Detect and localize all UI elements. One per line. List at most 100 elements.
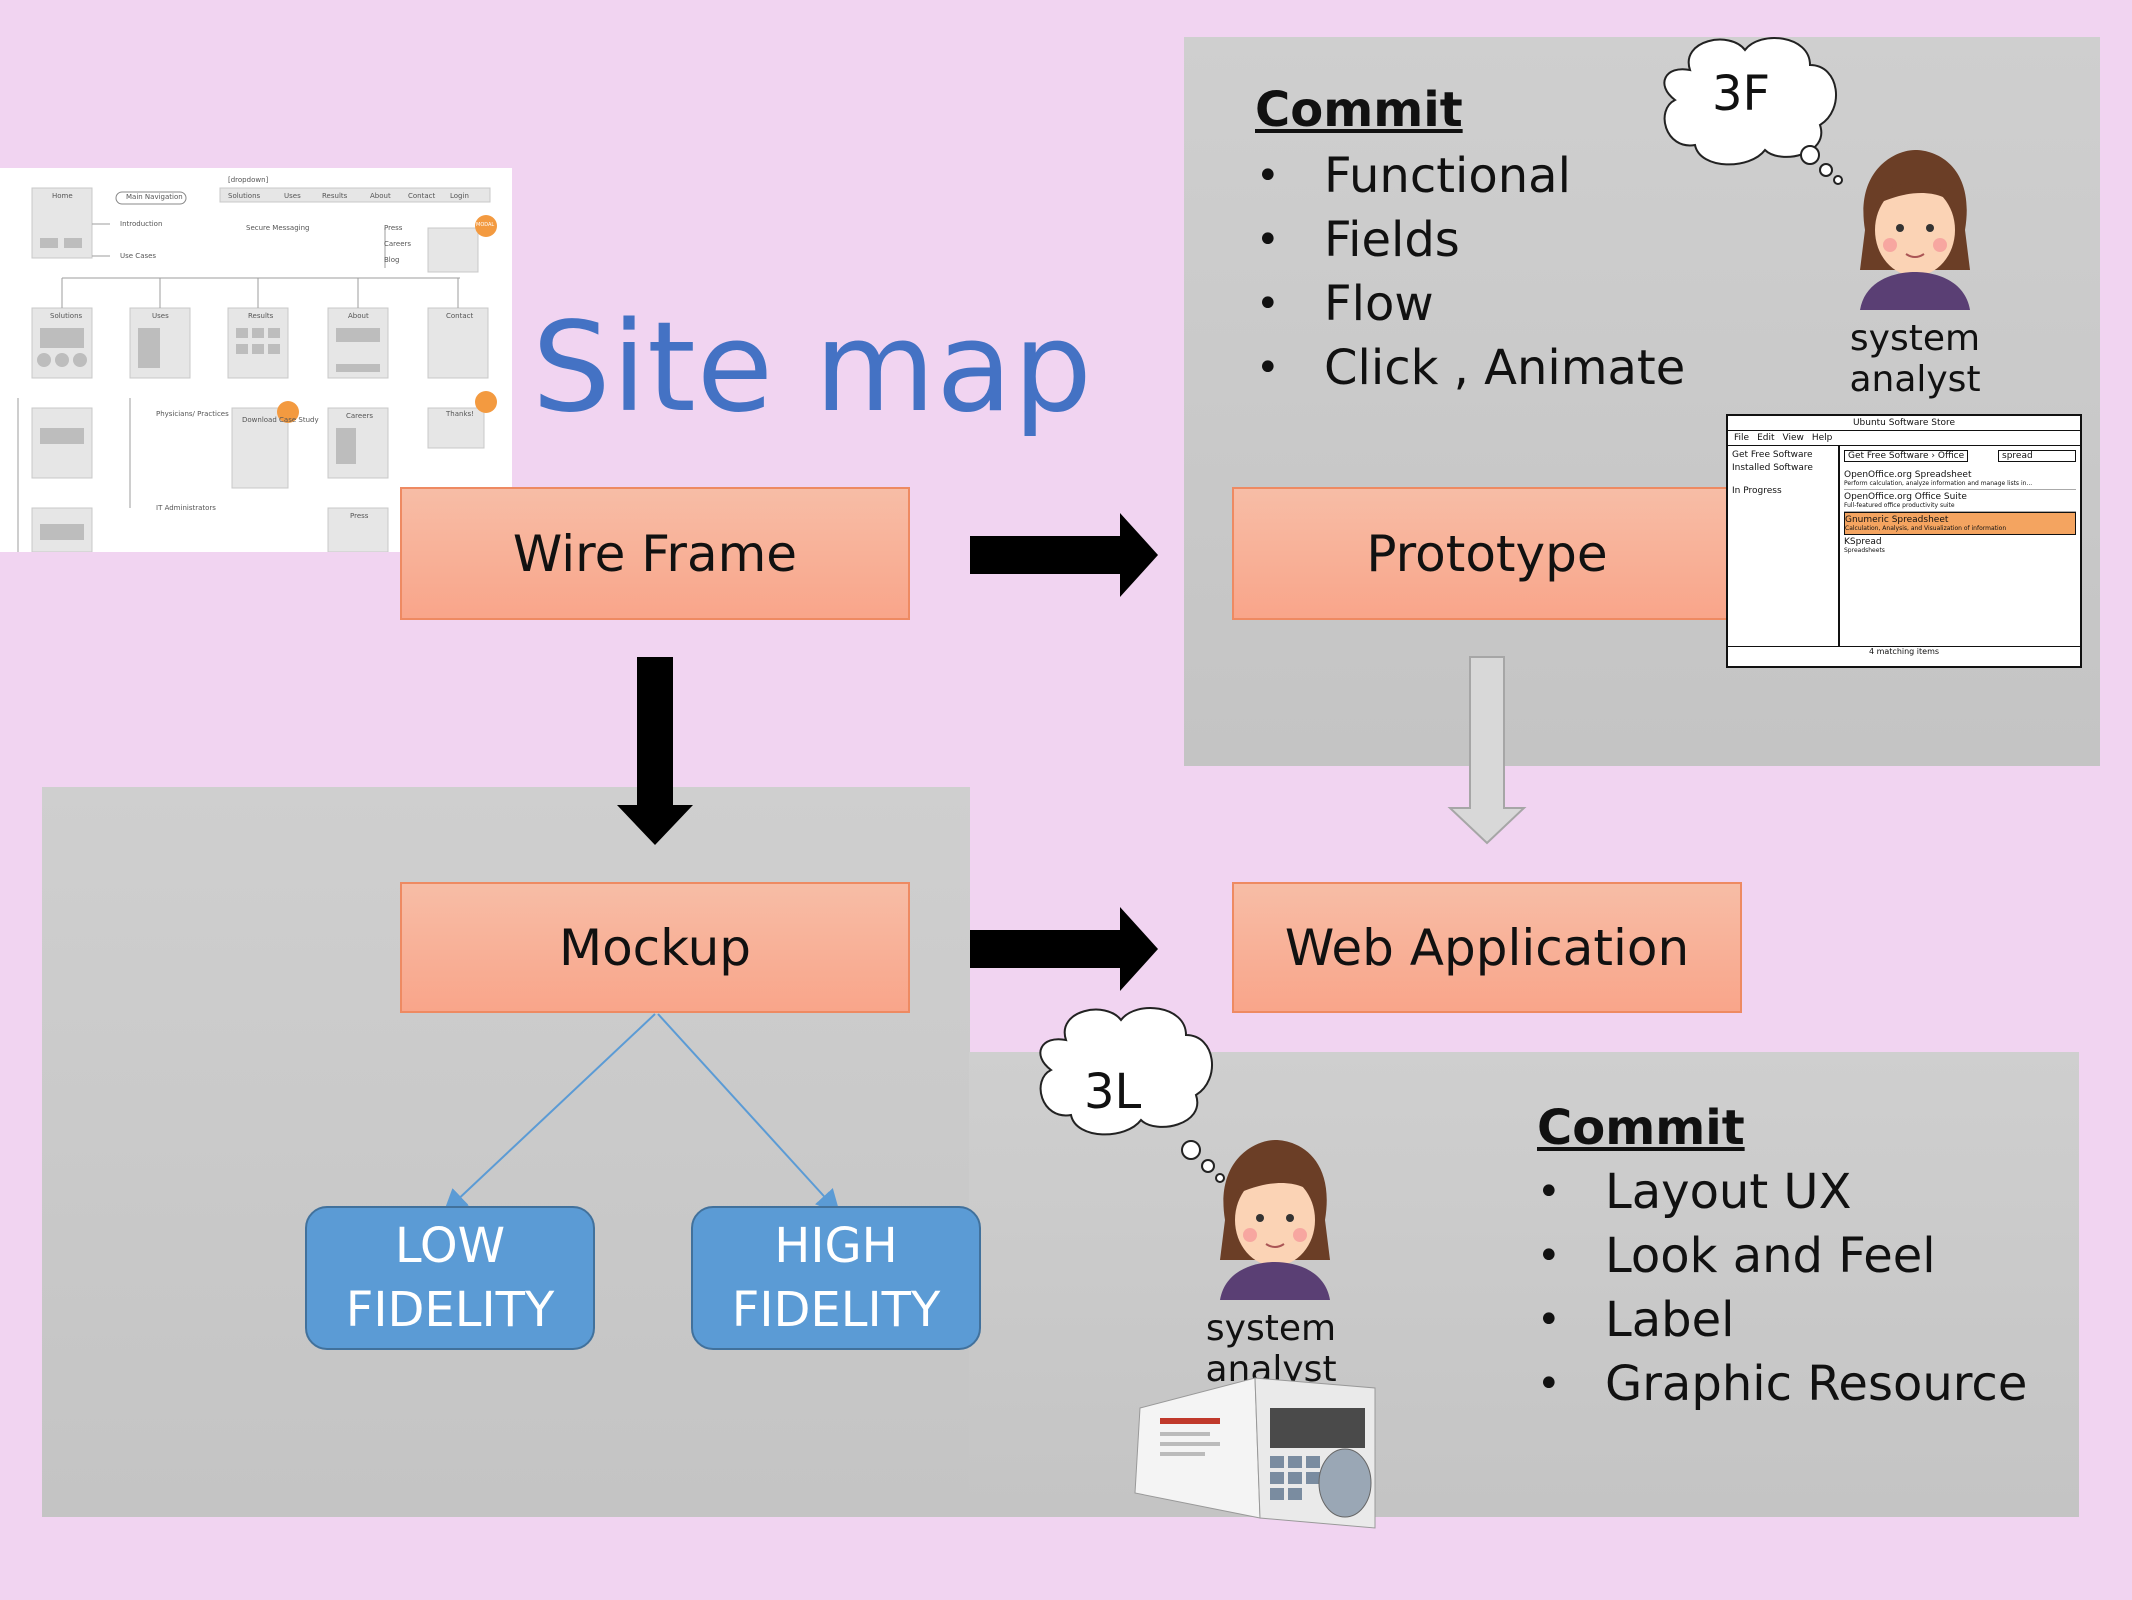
wf-col-solutions: Solutions	[228, 192, 261, 200]
top-commit-title: Commit	[1255, 82, 1463, 138]
high-fidelity-box: HIGH FIDELITY	[691, 1206, 981, 1350]
bottom-commit-item: Label	[1537, 1288, 2027, 1352]
magazine-icon	[1134, 1377, 1376, 1529]
sketch-window-title: Ubuntu Software Store	[1852, 418, 1956, 428]
top-commit-item: Fields	[1256, 208, 1685, 272]
wf-note-secure: Secure Messaging	[246, 224, 310, 232]
wf-note-blog: Blog	[384, 256, 400, 264]
prototype-box: Prototype	[1232, 487, 1742, 620]
sketch-menu-view: View	[1782, 433, 1804, 443]
sketch-menu-file: File	[1734, 433, 1750, 443]
sketch-result-name: OpenOffice.org Spreadsheet	[1844, 470, 1972, 480]
mockup-box: Mockup	[400, 882, 910, 1013]
wf-note-use-cases: Use Cases	[120, 252, 157, 260]
sketch-menu-edit: Edit	[1757, 433, 1775, 443]
sketch-search: spread	[1998, 450, 2076, 462]
wireframe-drawing	[17, 187, 497, 552]
site-map-title: Site map	[532, 296, 1093, 440]
sketch-sidebar-item: In Progress	[1732, 486, 1782, 496]
wf-note-intro: Introduction	[120, 220, 163, 228]
sketch-search-value: spread	[2002, 451, 2033, 461]
wf-section-contact: Contact	[446, 312, 474, 320]
wf-nav-label: Main Navigation	[126, 193, 183, 201]
sketch-breadcrumb-item: Get Free Software	[1848, 451, 1929, 461]
low-fidelity-line1: LOW	[394, 1218, 506, 1274]
sketch-sidebar: Get Free Software Installed Software In …	[1728, 446, 1840, 646]
arrow-mockup-to-webapp	[970, 907, 1158, 991]
wf-section-uses: Uses	[152, 312, 169, 320]
sketch-result-desc: Spreadsheets	[1844, 547, 1885, 554]
top-commit-item: Flow	[1256, 272, 1685, 336]
wf-section-about: About	[348, 312, 369, 320]
bottom-commit-list: Layout UX Look and Feel Label Graphic Re…	[1537, 1160, 2027, 1416]
sketch-main: Get Free Software › Office spread OpenOf…	[1840, 446, 2080, 646]
sketch-breadcrumb-item: Office	[1937, 451, 1965, 461]
top-commit-item: Click , Animate	[1256, 336, 1685, 400]
wf-dropdown: [dropdown]	[228, 176, 269, 184]
wf-section-solutions: Solutions	[50, 312, 83, 320]
wf-col-contact: Contact	[408, 192, 436, 200]
low-fidelity-line2: FIDELITY	[345, 1282, 555, 1338]
sketch-sidebar-item: Get Free Software	[1732, 450, 1813, 460]
wire-frame-box: Wire Frame	[400, 487, 910, 620]
wf-col-about: About	[370, 192, 391, 200]
wf-note-thanks: Thanks!	[446, 410, 474, 418]
sketch-result-name: Gnumeric Spreadsheet	[1845, 515, 1949, 525]
high-fidelity-line1: HIGH	[774, 1218, 898, 1274]
wf-note-careers: Careers	[384, 240, 412, 248]
sketch-menu-bar: File Edit View Help	[1728, 431, 2080, 446]
top-commit-list: Functional Fields Flow Click , Animate	[1256, 144, 1685, 400]
web-application-box: Web Application	[1232, 882, 1742, 1013]
sketch-result-desc: Calculation, Analysis, and Visualization…	[1845, 525, 2007, 532]
sketch-menu-help: Help	[1811, 433, 1833, 443]
sketch-result: OpenOffice.org Spreadsheet Perform calcu…	[1844, 468, 2076, 490]
thought-cloud-3f	[1663, 37, 1843, 185]
line-to-high-fidelity	[657, 1013, 841, 1214]
wf-note-press-2: Press	[350, 512, 369, 520]
sketch-result-name: KSpread	[1844, 537, 1882, 547]
arrow-prototype-to-webapp	[1447, 656, 1527, 845]
wf-section-results: Results	[248, 312, 274, 320]
sketch-result-name: OpenOffice.org Office Suite	[1844, 492, 1967, 502]
line-to-low-fidelity	[443, 1013, 656, 1214]
sketch-status: 4 matching items	[1868, 647, 1940, 656]
sketch-result-desc: Perform calculation, analyze information…	[1844, 480, 2033, 487]
bottom-commit-item: Layout UX	[1537, 1160, 2027, 1224]
sketch-result: OpenOffice.org Office Suite Full-feature…	[1844, 490, 2076, 512]
thought-cloud-3l	[1039, 1007, 1225, 1183]
sketch-sidebar-item: Installed Software	[1732, 463, 1813, 473]
bottom-commit-title: Commit	[1537, 1100, 1745, 1156]
cloud-label-3f: 3F	[1712, 66, 1771, 122]
sketch-toolbar: Get Free Software › Office spread	[1844, 450, 2076, 462]
wf-col-results: Results	[322, 192, 348, 200]
arrow-wireframe-to-prototype	[970, 513, 1158, 597]
cloud-label-3l: 3L	[1084, 1064, 1142, 1120]
wf-note-press: Press	[384, 224, 403, 232]
top-commit-item: Functional	[1256, 144, 1685, 208]
low-fidelity-box: LOW FIDELITY	[305, 1206, 595, 1350]
prototype-sketch-thumbnail: Ubuntu Software Store File Edit View Hel…	[1726, 414, 2082, 668]
top-analyst-label: system analyst	[1849, 318, 1981, 400]
bottom-commit-item: Graphic Resource	[1537, 1352, 2027, 1416]
wf-col-home: Home	[52, 192, 73, 200]
sketch-body: Get Free Software Installed Software In …	[1728, 446, 2080, 646]
sketch-result-desc: Full-featured office productivity suite	[1844, 502, 1955, 509]
wf-note-physicians: Physicians/ Practices	[156, 410, 229, 418]
bottom-commit-item: Look and Feel	[1537, 1224, 2027, 1288]
analyst-avatar-icon	[1860, 150, 1970, 310]
arrow-wireframe-to-mockup	[617, 657, 693, 845]
sketch-breadcrumb: Get Free Software › Office	[1844, 450, 1969, 462]
sketch-status-bar: 4 matching items	[1728, 646, 2080, 656]
wf-note-careers-2: Careers	[346, 412, 374, 420]
wf-col-login: Login	[450, 192, 469, 200]
wf-note-it-admin: IT Administrators	[156, 504, 216, 512]
sketch-title-bar: Ubuntu Software Store	[1728, 416, 2080, 431]
sketch-result-selected: Gnumeric Spreadsheet Calculation, Analys…	[1844, 512, 2076, 535]
high-fidelity-line2: FIDELITY	[731, 1282, 941, 1338]
analyst-avatar-icon	[1220, 1140, 1330, 1300]
wf-col-uses: Uses	[284, 192, 301, 200]
sketch-result: KSpread Spreadsheets	[1844, 535, 2076, 556]
wf-note-download: Download Case Study	[242, 416, 319, 424]
wf-badge: MODAL	[476, 222, 495, 228]
